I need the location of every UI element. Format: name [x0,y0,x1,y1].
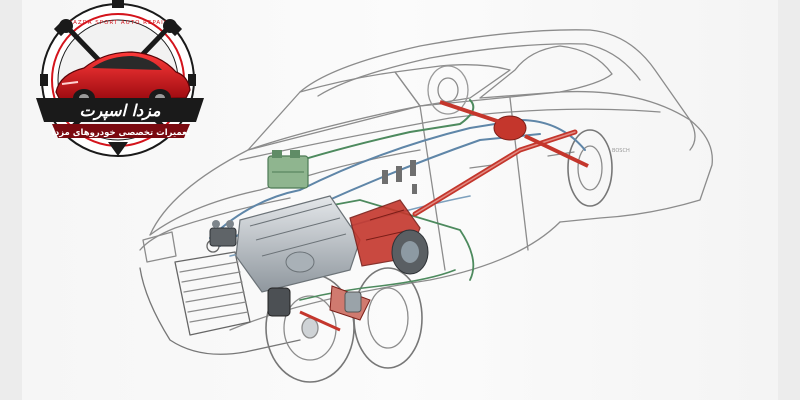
front-bumper [139,267,301,355]
door-line-1 [419,105,446,271]
wrench-head-icon [59,19,177,33]
logo-bottom-point [108,142,128,156]
valve-block [267,150,309,189]
side-window-rear [479,45,613,99]
body-side [149,90,713,236]
line-blue-1 [209,118,586,239]
abs-modulator [209,220,237,247]
logo-tagline-banner [52,124,190,138]
drive-shaft [412,129,578,217]
illustration-stamp: BOSCH [612,148,630,154]
wheel-rear-right [567,129,613,207]
wheel-rear-left [427,65,469,115]
logo-tagline: تعمیرات تخصصی خودروهای مزدا [52,128,190,138]
brand-logo: MAZDA SPORT AUTO REPAIR مزدا اسپرت تعمیر… [36,0,204,157]
windshield [247,71,421,151]
body-beltline [239,108,661,161]
brake-booster [391,229,429,275]
engine [235,195,361,293]
roof-inner [317,43,641,97]
line-green-3 [299,269,456,301]
car-cutaway-diagram [139,29,713,383]
logo-brand-banner [36,98,204,122]
rear-differential [439,100,589,168]
headlight-left [142,231,177,263]
front-suspension [267,285,371,332]
logo-ring-text: MAZDA SPORT AUTO REPAIR [67,20,168,26]
logo-brand-text: مزدا اسپرت [79,101,161,121]
sensors [382,160,417,194]
side-window-front [394,64,511,107]
front-grille [174,239,251,336]
